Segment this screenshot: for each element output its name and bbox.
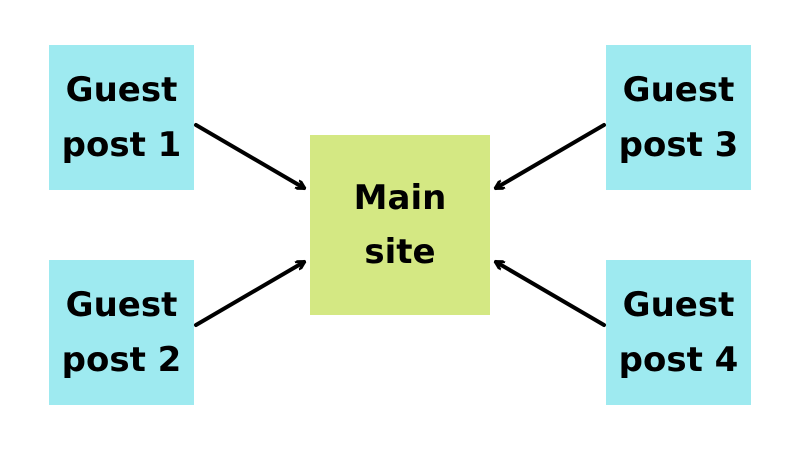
guest-post-4-label-line2: post 4 — [618, 339, 739, 380]
arrow-guest-post-1-to-main — [194, 123, 304, 188]
main-site-label-line2: site — [364, 232, 436, 272]
guest-post-4-box: Guest post 4 — [606, 260, 751, 405]
guest-post-3-label-line2: post 3 — [618, 124, 739, 165]
guest-post-3-box: Guest post 3 — [606, 45, 751, 190]
guest-post-2-label-line2: post 2 — [61, 339, 182, 380]
guest-post-4-label-line1: Guest — [622, 285, 735, 326]
arrow-guest-post-2-to-main — [194, 262, 304, 327]
guest-post-1-box: Guest post 1 — [49, 45, 194, 190]
guest-post-1-label-line2: post 1 — [61, 124, 182, 165]
main-site-box: Main site — [310, 135, 490, 315]
main-site-label-line1: Main — [353, 177, 447, 218]
guest-post-2-label-line1: Guest — [65, 285, 178, 326]
guest-post-3-label-line1: Guest — [622, 70, 735, 111]
guest-post-2-box: Guest post 2 — [49, 260, 194, 405]
guest-post-1-label-line1: Guest — [65, 70, 178, 111]
arrow-guest-post-4-to-main — [496, 262, 606, 327]
arrow-guest-post-3-to-main — [496, 123, 606, 188]
